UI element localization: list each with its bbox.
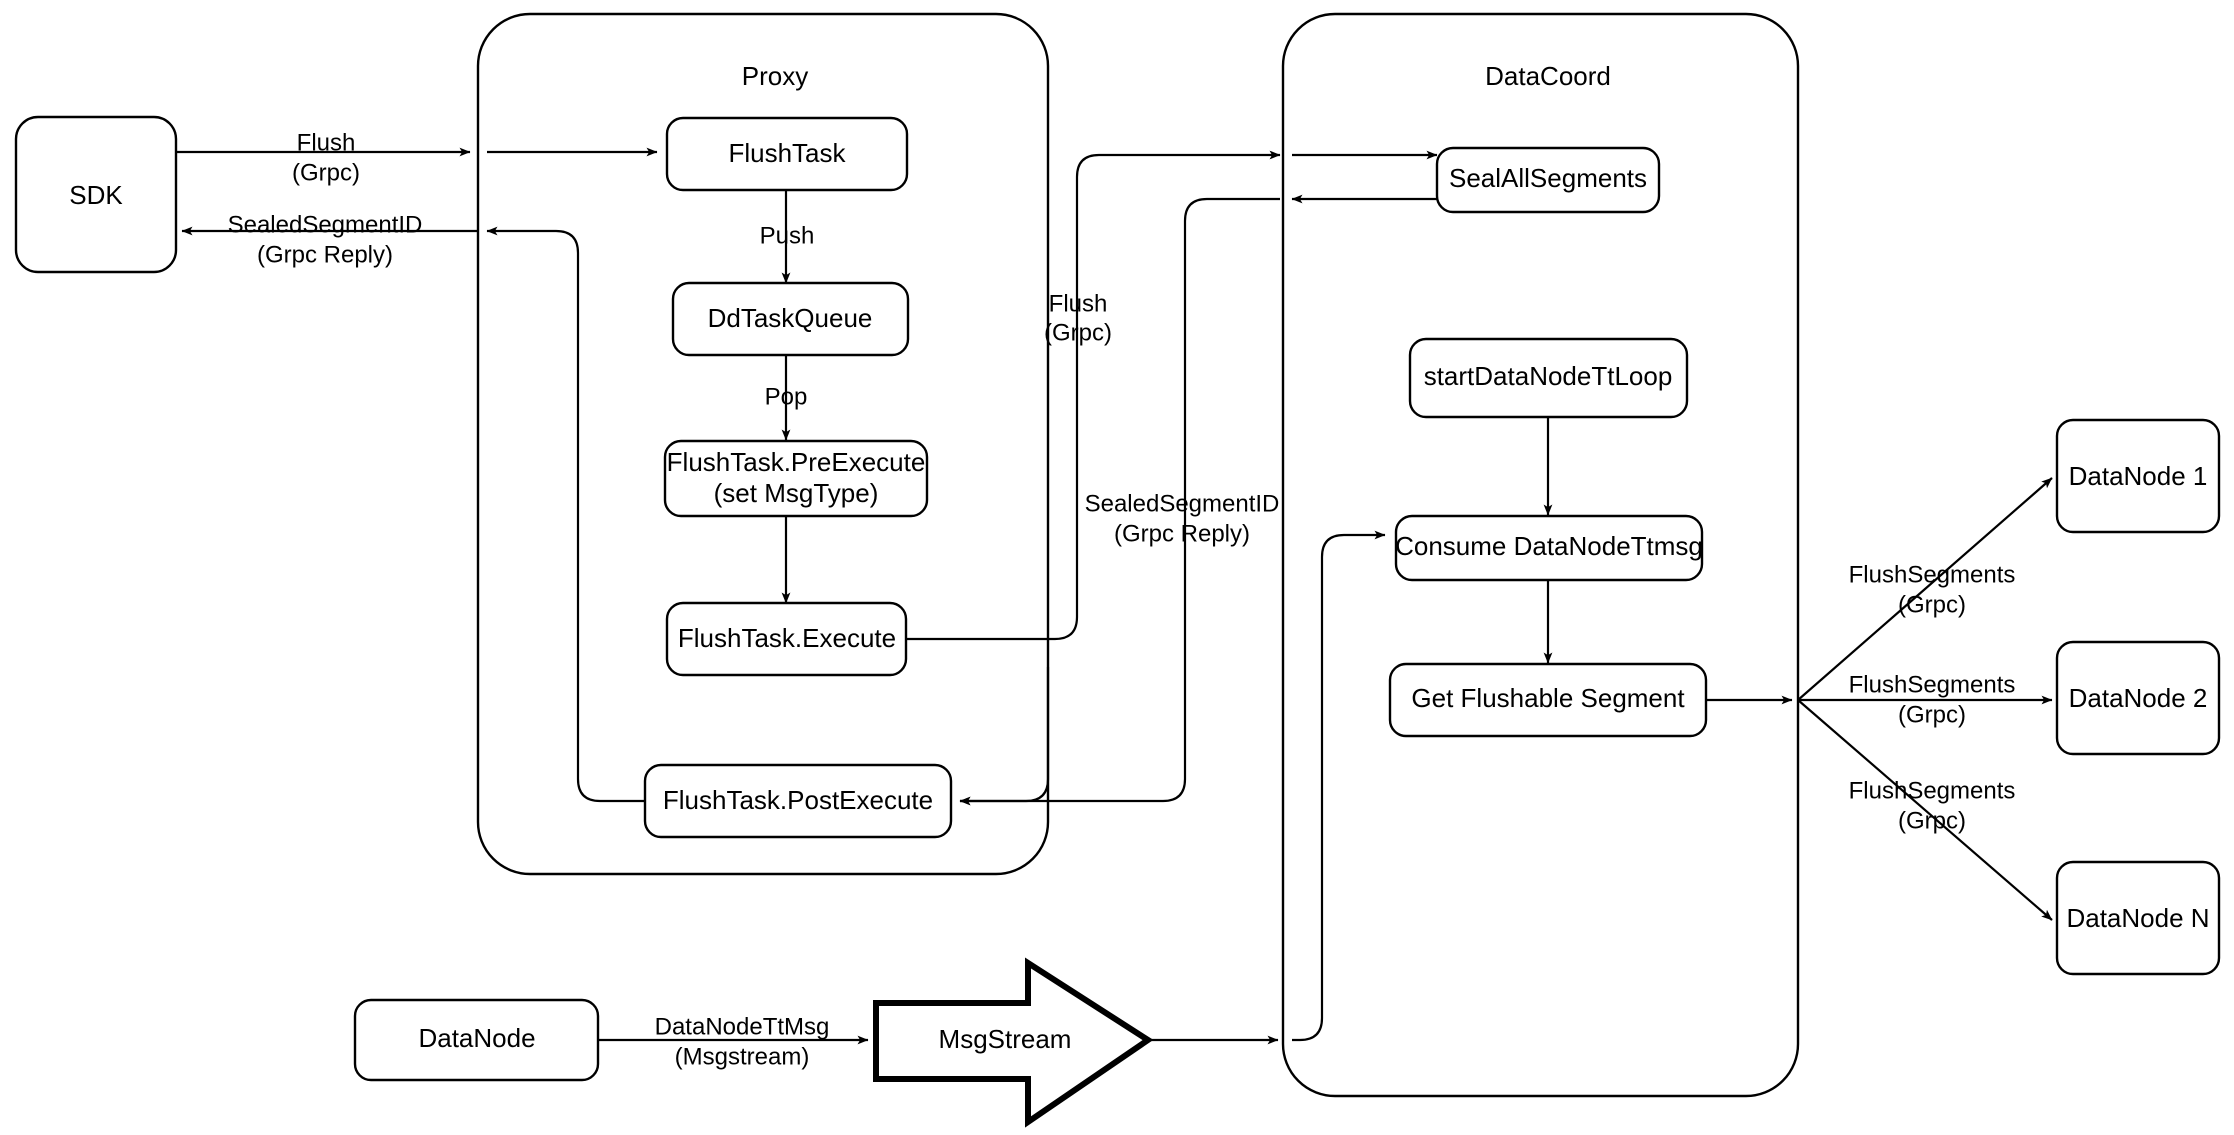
node-flush-task[interactable]: FlushTask — [665, 116, 909, 192]
flushtask-execute-label: FlushTask.Execute — [678, 623, 896, 653]
flushtask-preexecute-label-line1: FlushTask.PreExecute — [667, 447, 926, 477]
edge-postexecute-to-sdk-path — [486, 226, 645, 803]
edge-label-coord-to-proxy-line2: (Grpc Reply) — [1114, 520, 1250, 547]
get-flushable-segment-box[interactable] — [1388, 662, 1708, 738]
edge-label-proxy-to-coord-line2: (Grpc) — [1044, 319, 1112, 346]
edge-label-sdk-to-proxy-line2: (Grpc) — [292, 159, 360, 186]
flushtask-execute-box[interactable] — [665, 601, 908, 677]
datacoord-container-label: DataCoord — [1485, 61, 1611, 91]
node-datanode-1[interactable]: DataNode 1 — [2055, 418, 2221, 534]
edge-label-proxy-to-sdk-line1: SealedSegmentID — [228, 211, 423, 238]
datanode-bottom-label: DataNode — [418, 1023, 535, 1053]
start-datanode-tt-loop-label: startDataNodeTtLoop — [1424, 361, 1673, 391]
dd-task-queue-label: DdTaskQueue — [708, 303, 873, 333]
edge-proxy-right-down-to-postexecute — [959, 667, 1050, 806]
start-datanode-tt-loop-box[interactable] — [1408, 337, 1689, 419]
datanode-n-label: DataNode N — [2066, 903, 2209, 933]
edge-coord-boundary-to-consume — [1292, 530, 1386, 1042]
get-flushable-segment-label: Get Flushable Segment — [1411, 683, 1685, 713]
edge-label-push: Push — [760, 222, 815, 249]
edge-execute-to-sealallsegments — [906, 150, 1281, 641]
node-seal-all-segments[interactable]: SealAllSegments — [1435, 146, 1661, 214]
msgstream-block-arrow[interactable] — [873, 957, 1154, 1128]
datanode-n-box[interactable] — [2055, 860, 2221, 976]
edge-label-flushsegments-1-line1: FlushSegments — [1849, 561, 2016, 588]
edge-coord-to-postexecute — [959, 197, 1280, 806]
flushtask-preexecute-box[interactable] — [663, 439, 929, 518]
edge-label-coord-to-proxy-line1: SealedSegmentID — [1085, 490, 1280, 517]
dd-task-queue-box[interactable] — [671, 281, 910, 357]
flush-task-label: FlushTask — [728, 138, 846, 168]
edge-label-flushsegments-2-line1: FlushSegments — [1849, 671, 2016, 698]
proxy-container-label: Proxy — [742, 61, 808, 91]
datanode-bottom-box[interactable] — [353, 998, 600, 1082]
node-datanode-n[interactable]: DataNode N — [2055, 860, 2221, 976]
edge-junction-to-datanoden — [1797, 699, 2053, 921]
datanode-1-box[interactable] — [2055, 418, 2221, 534]
datanode-1-label: DataNode 1 — [2069, 461, 2208, 491]
flushtask-postexecute-box[interactable] — [643, 763, 953, 839]
edge-label-datanode-ttmsg-line2: (Msgstream) — [675, 1043, 810, 1070]
flush-task-box[interactable] — [665, 116, 909, 192]
node-flushtask-preexecute[interactable]: FlushTask.PreExecute (set MsgType) — [663, 439, 929, 518]
edge-label-flushsegments-n-line1: FlushSegments — [1849, 777, 2016, 804]
edge-label-flushsegments-2-line2: (Grpc) — [1898, 701, 1966, 728]
node-dd-task-queue[interactable]: DdTaskQueue — [671, 281, 910, 357]
edge-label-pop: Pop — [765, 383, 808, 410]
node-start-datanode-tt-loop[interactable]: startDataNodeTtLoop — [1408, 337, 1689, 419]
node-msgstream[interactable]: MsgStream — [873, 957, 1154, 1128]
flushtask-postexecute-label: FlushTask.PostExecute — [663, 785, 933, 815]
edge-label-datanode-ttmsg-line1: DataNodeTtMsg — [655, 1013, 830, 1040]
node-flushtask-execute[interactable]: FlushTask.Execute — [665, 601, 908, 677]
node-datanode-bottom[interactable]: DataNode — [353, 998, 600, 1082]
node-datanode-2[interactable]: DataNode 2 — [2055, 640, 2221, 756]
node-flushtask-postexecute[interactable]: FlushTask.PostExecute — [643, 763, 953, 839]
sdk-label: SDK — [69, 180, 123, 210]
flushtask-preexecute-label-line2: (set MsgType) — [714, 478, 879, 508]
node-sdk[interactable]: SDK — [14, 115, 178, 274]
edge-junction-to-datanode1 — [1797, 477, 2053, 701]
edge-label-flushsegments-n-line2: (Grpc) — [1898, 807, 1966, 834]
edge-label-sdk-to-proxy-line1: Flush — [297, 129, 356, 156]
consume-datanode-ttmsg-label: Consume DataNodeTtmsg — [1395, 531, 1703, 561]
consume-datanode-ttmsg-box[interactable] — [1394, 514, 1704, 582]
node-get-flushable-segment[interactable]: Get Flushable Segment — [1388, 662, 1708, 738]
node-consume-datanode-ttmsg[interactable]: Consume DataNodeTtmsg — [1394, 514, 1704, 582]
datanode-2-box[interactable] — [2055, 640, 2221, 756]
seal-all-segments-label: SealAllSegments — [1449, 163, 1647, 193]
datanode-2-label: DataNode 2 — [2069, 683, 2208, 713]
edge-label-proxy-to-sdk-line2: (Grpc Reply) — [257, 241, 393, 268]
sdk-box[interactable] — [14, 115, 178, 274]
edge-label-flushsegments-1-line2: (Grpc) — [1898, 591, 1966, 618]
edge-label-proxy-to-coord-line1: Flush — [1049, 290, 1108, 317]
msgstream-label: MsgStream — [939, 1024, 1072, 1054]
seal-all-segments-box[interactable] — [1435, 146, 1661, 214]
